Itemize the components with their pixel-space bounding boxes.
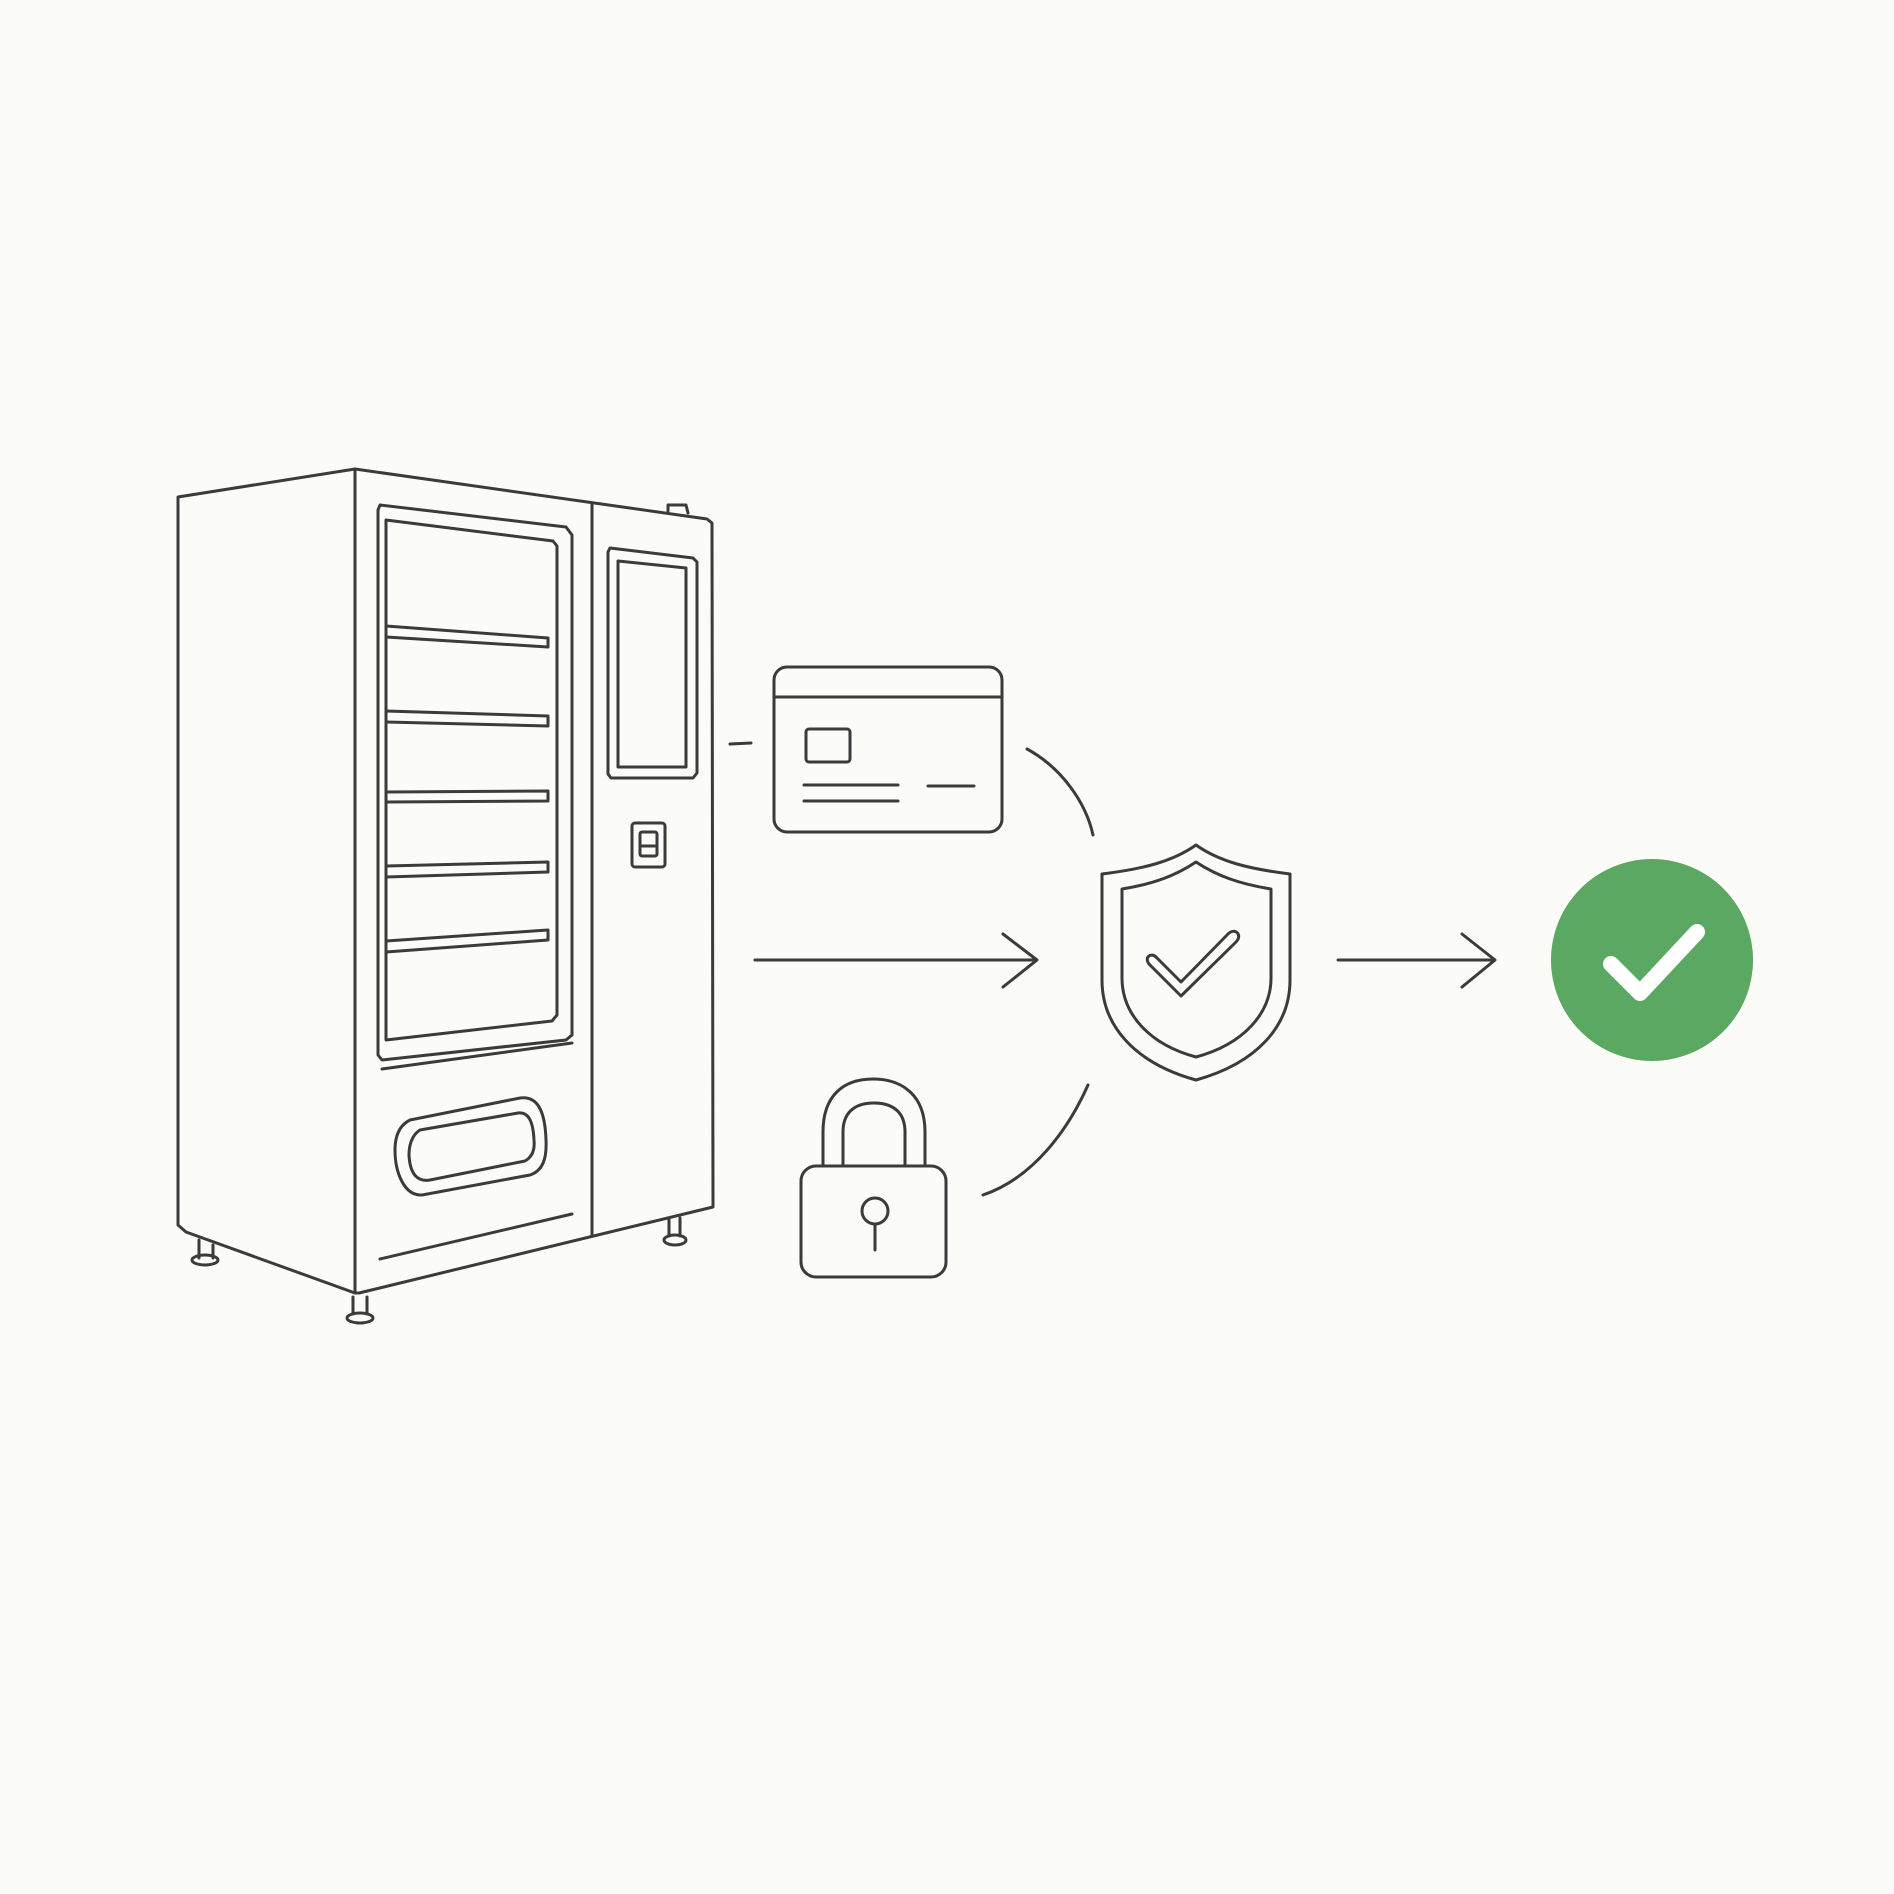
credit-card-icon	[772, 665, 1004, 834]
shield-check-icon	[1100, 843, 1292, 1082]
arrow-to-success	[1336, 932, 1497, 989]
check-circle-icon	[1551, 859, 1753, 1061]
connector-to-card	[728, 741, 753, 746]
lock-icon	[799, 1077, 948, 1279]
arrow-to-shield	[753, 932, 1039, 989]
connector-card-to-shield	[1025, 747, 1095, 837]
vending-machine-icon	[176, 467, 715, 1325]
connector-lock-to-shield	[981, 1083, 1090, 1197]
